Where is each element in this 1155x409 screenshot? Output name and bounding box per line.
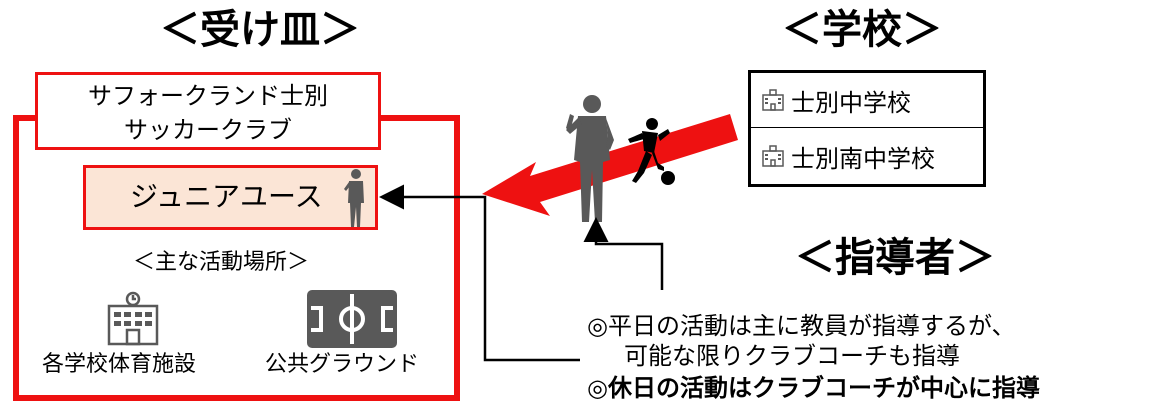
note-weekday: ◎平日の活動は主に教員が指導するが、 [587, 312, 1016, 340]
junior-youth-label: ジュニアユース [130, 180, 323, 213]
venue-ground-label: 公共グラウンド [265, 352, 420, 377]
school-item-shibetsu: 士別中学校 [748, 70, 986, 128]
leader-to-junior-arrow [379, 184, 580, 362]
club-name-line1: サフォークランド士別 [88, 82, 328, 110]
school-heading: ＜学校＞ [782, 7, 942, 53]
soccer-player-icon [628, 118, 675, 185]
club-name-line2: サッカークラブ [124, 116, 292, 144]
school-name: 士別南中学校 [791, 144, 935, 173]
school-building-icon [107, 291, 159, 346]
junior-youth-box [83, 165, 378, 230]
transfer-arrow [482, 114, 738, 216]
school-name: 士別中学校 [791, 88, 911, 117]
school-item-shibetsu-minami: 士別南中学校 [748, 127, 986, 187]
club-name-box: サフォークランド士別 サッカークラブ [35, 72, 381, 150]
venue-school-label: 各学校体育施設 [42, 352, 197, 377]
coach-small-icon [344, 169, 364, 227]
leader-to-coach-arrow [583, 217, 664, 290]
leaders-heading: ＜指導者＞ [795, 235, 995, 281]
receiver-heading: ＜受け皿＞ [160, 7, 360, 53]
coach-figure-icon [566, 95, 614, 222]
note-holiday: ◎休日の活動はクラブコーチが中心に指導 [587, 374, 1040, 402]
venues-title: ＜主な活動場所＞ [133, 250, 310, 275]
school-icon [762, 89, 784, 111]
note-weekday-continued: 可能な限りクラブコーチも指導 [624, 342, 960, 370]
school-icon [762, 145, 784, 167]
soccer-field-icon [307, 290, 397, 348]
